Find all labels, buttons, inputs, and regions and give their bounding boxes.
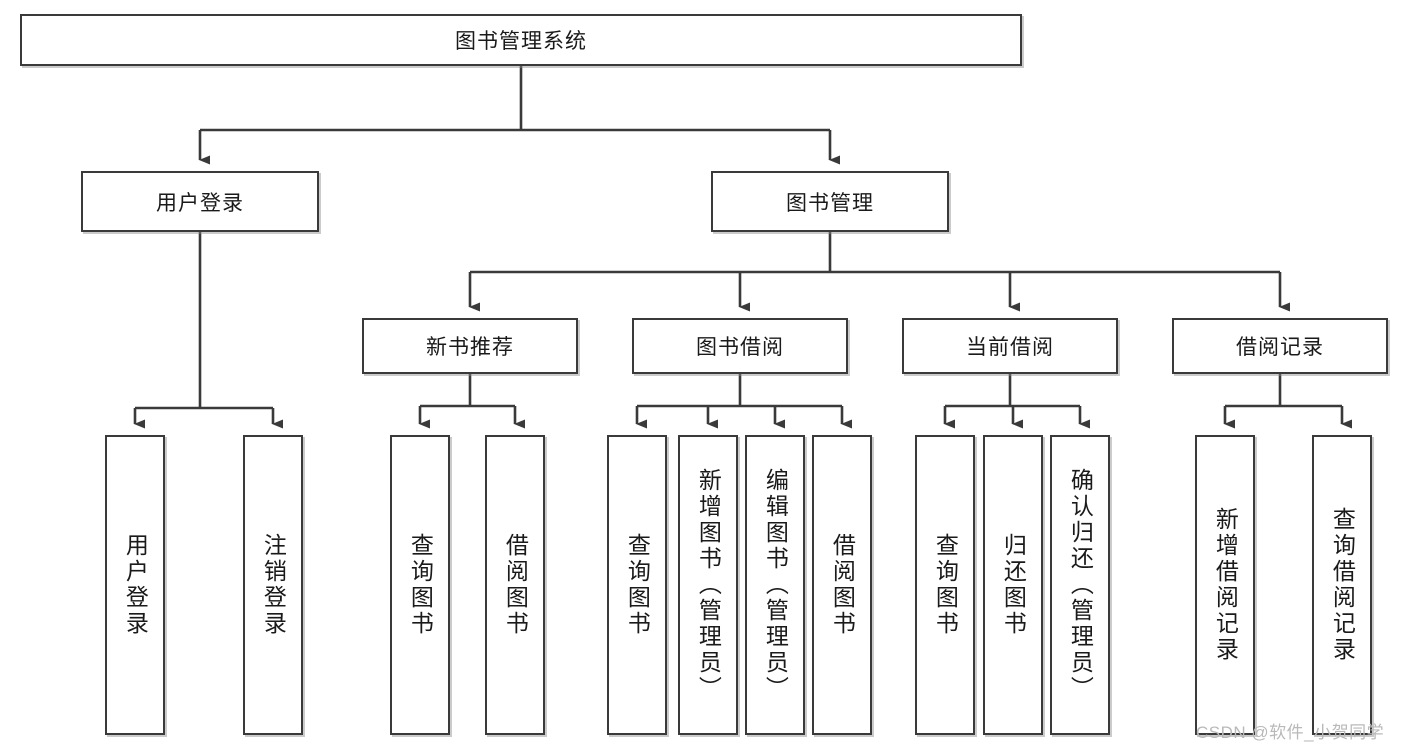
- node-leaf-borrow-book-label: 借阅图书: [829, 533, 856, 637]
- node-leaf-query-book-borrow[interactable]: 查询图书: [607, 435, 667, 735]
- node-leaf-query-book-rec[interactable]: 查询图书: [390, 435, 450, 735]
- node-leaf-user-logout-label: 注销登录: [260, 533, 287, 637]
- node-leaf-query-borrow-record[interactable]: 查询借阅记录: [1312, 435, 1372, 735]
- node-book-manage[interactable]: 图书管理: [711, 171, 949, 232]
- node-leaf-confirm-return-label: 确认归还（管理员）: [1067, 468, 1094, 702]
- node-book-borrow-label: 图书借阅: [696, 336, 784, 359]
- node-leaf-query-borrow-record-label: 查询借阅记录: [1329, 507, 1356, 663]
- node-leaf-add-borrow-record[interactable]: 新增借阅记录: [1195, 435, 1255, 735]
- node-book-borrow[interactable]: 图书借阅: [632, 318, 848, 374]
- node-leaf-user-login-label: 用户登录: [122, 533, 149, 637]
- node-leaf-query-book-borrow-label: 查询图书: [624, 533, 651, 637]
- csdn-watermark: CSDN @软件_小贺同学: [1196, 723, 1385, 742]
- node-leaf-edit-book-label: 编辑图书（管理员）: [762, 468, 789, 702]
- node-leaf-confirm-return[interactable]: 确认归还（管理员）: [1050, 435, 1110, 735]
- node-current-borrow[interactable]: 当前借阅: [902, 318, 1118, 374]
- node-leaf-query-book-current-label: 查询图书: [932, 533, 959, 637]
- node-user-login-label: 用户登录: [156, 191, 244, 215]
- node-leaf-user-logout[interactable]: 注销登录: [243, 435, 303, 735]
- node-leaf-query-book-rec-label: 查询图书: [407, 533, 434, 637]
- node-leaf-add-borrow-record-label: 新增借阅记录: [1212, 507, 1239, 663]
- node-leaf-borrow-book-rec-label: 借阅图书: [502, 533, 529, 637]
- node-borrow-record[interactable]: 借阅记录: [1172, 318, 1388, 374]
- node-leaf-user-login[interactable]: 用户登录: [105, 435, 165, 735]
- node-leaf-borrow-book[interactable]: 借阅图书: [812, 435, 872, 735]
- node-leaf-return-book[interactable]: 归还图书: [983, 435, 1043, 735]
- node-root-label: 图书管理系统: [455, 30, 587, 53]
- node-book-manage-label: 图书管理: [786, 191, 874, 215]
- node-leaf-return-book-label: 归还图书: [1000, 533, 1027, 637]
- node-root[interactable]: 图书管理系统: [20, 14, 1022, 66]
- node-user-login[interactable]: 用户登录: [81, 171, 319, 232]
- node-borrow-record-label: 借阅记录: [1236, 336, 1324, 359]
- node-leaf-edit-book[interactable]: 编辑图书（管理员）: [745, 435, 805, 735]
- node-leaf-query-book-current[interactable]: 查询图书: [915, 435, 975, 735]
- node-leaf-add-book[interactable]: 新增图书（管理员）: [678, 435, 738, 735]
- node-leaf-add-book-label: 新增图书（管理员）: [695, 468, 722, 702]
- node-new-book-rec[interactable]: 新书推荐: [362, 318, 578, 374]
- node-current-borrow-label: 当前借阅: [966, 336, 1054, 359]
- node-leaf-borrow-book-rec[interactable]: 借阅图书: [485, 435, 545, 735]
- node-new-book-rec-label: 新书推荐: [426, 336, 514, 359]
